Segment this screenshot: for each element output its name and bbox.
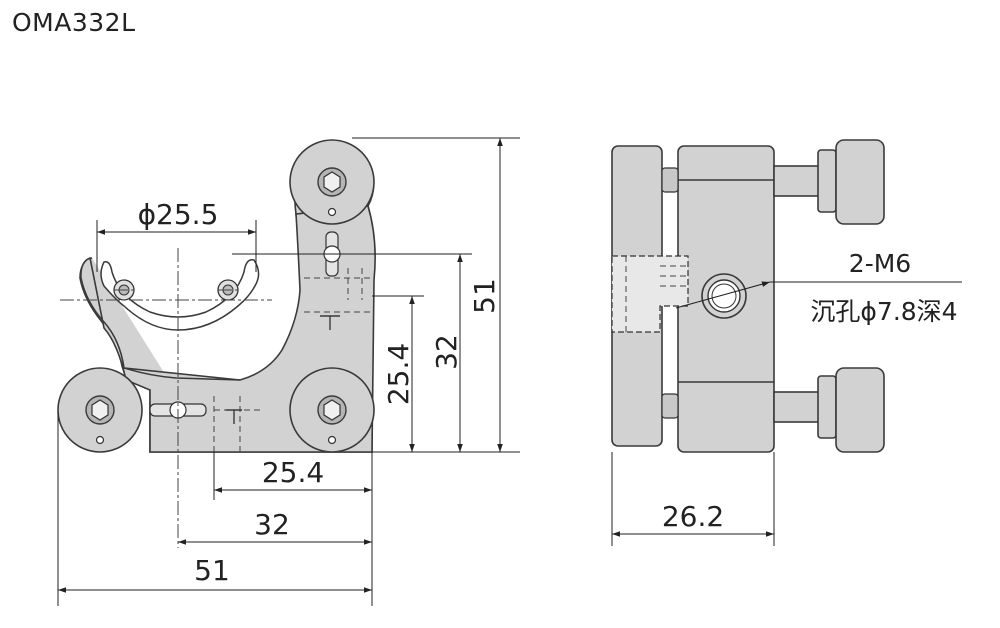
inset-bracket (611, 255, 689, 333)
side-hidden-lines (625, 256, 688, 332)
lens-cradle (100, 259, 260, 331)
bottom-right-knob (289, 367, 375, 453)
body-edge (123, 367, 241, 381)
bottom-left-knob (57, 367, 143, 453)
dim-height-32: 32 (430, 334, 463, 370)
dim-height-25-4: 25.4 (382, 343, 415, 405)
dim-height-51: 51 (468, 278, 501, 314)
side-view: 2-M6 沉孔ϕ7.8深4 26.2 (611, 139, 962, 546)
pin-mark-upper (320, 315, 340, 330)
pin-mark-lower (226, 409, 242, 424)
top-knob (289, 139, 375, 225)
upper-spacer (661, 167, 679, 193)
dim-width-51: 51 (194, 554, 230, 587)
lower-spacer (661, 393, 679, 419)
front-view (57, 139, 376, 548)
callout-counterbore: 沉孔ϕ7.8深4 (810, 297, 957, 326)
upper-adjuster-knob (773, 139, 885, 225)
callout-thread: 2-M6 (849, 249, 911, 278)
dim-width-32: 32 (254, 508, 290, 541)
left-retaining-screw (113, 279, 135, 301)
hidden-lines-upper (304, 268, 372, 313)
dim-side-thickness: 26.2 (662, 500, 724, 533)
product-title: OMA332L (12, 8, 136, 37)
front-dimensions: ϕ25.5 25.4 32 51 25.4 32 51 (57, 137, 520, 606)
right-retaining-screw (217, 279, 239, 301)
dim-width-25-4: 25.4 (262, 456, 324, 489)
dim-bore-diameter: ϕ25.5 (138, 198, 219, 231)
lower-adjuster-knob (773, 367, 885, 453)
m6-threaded-hole (701, 273, 747, 319)
